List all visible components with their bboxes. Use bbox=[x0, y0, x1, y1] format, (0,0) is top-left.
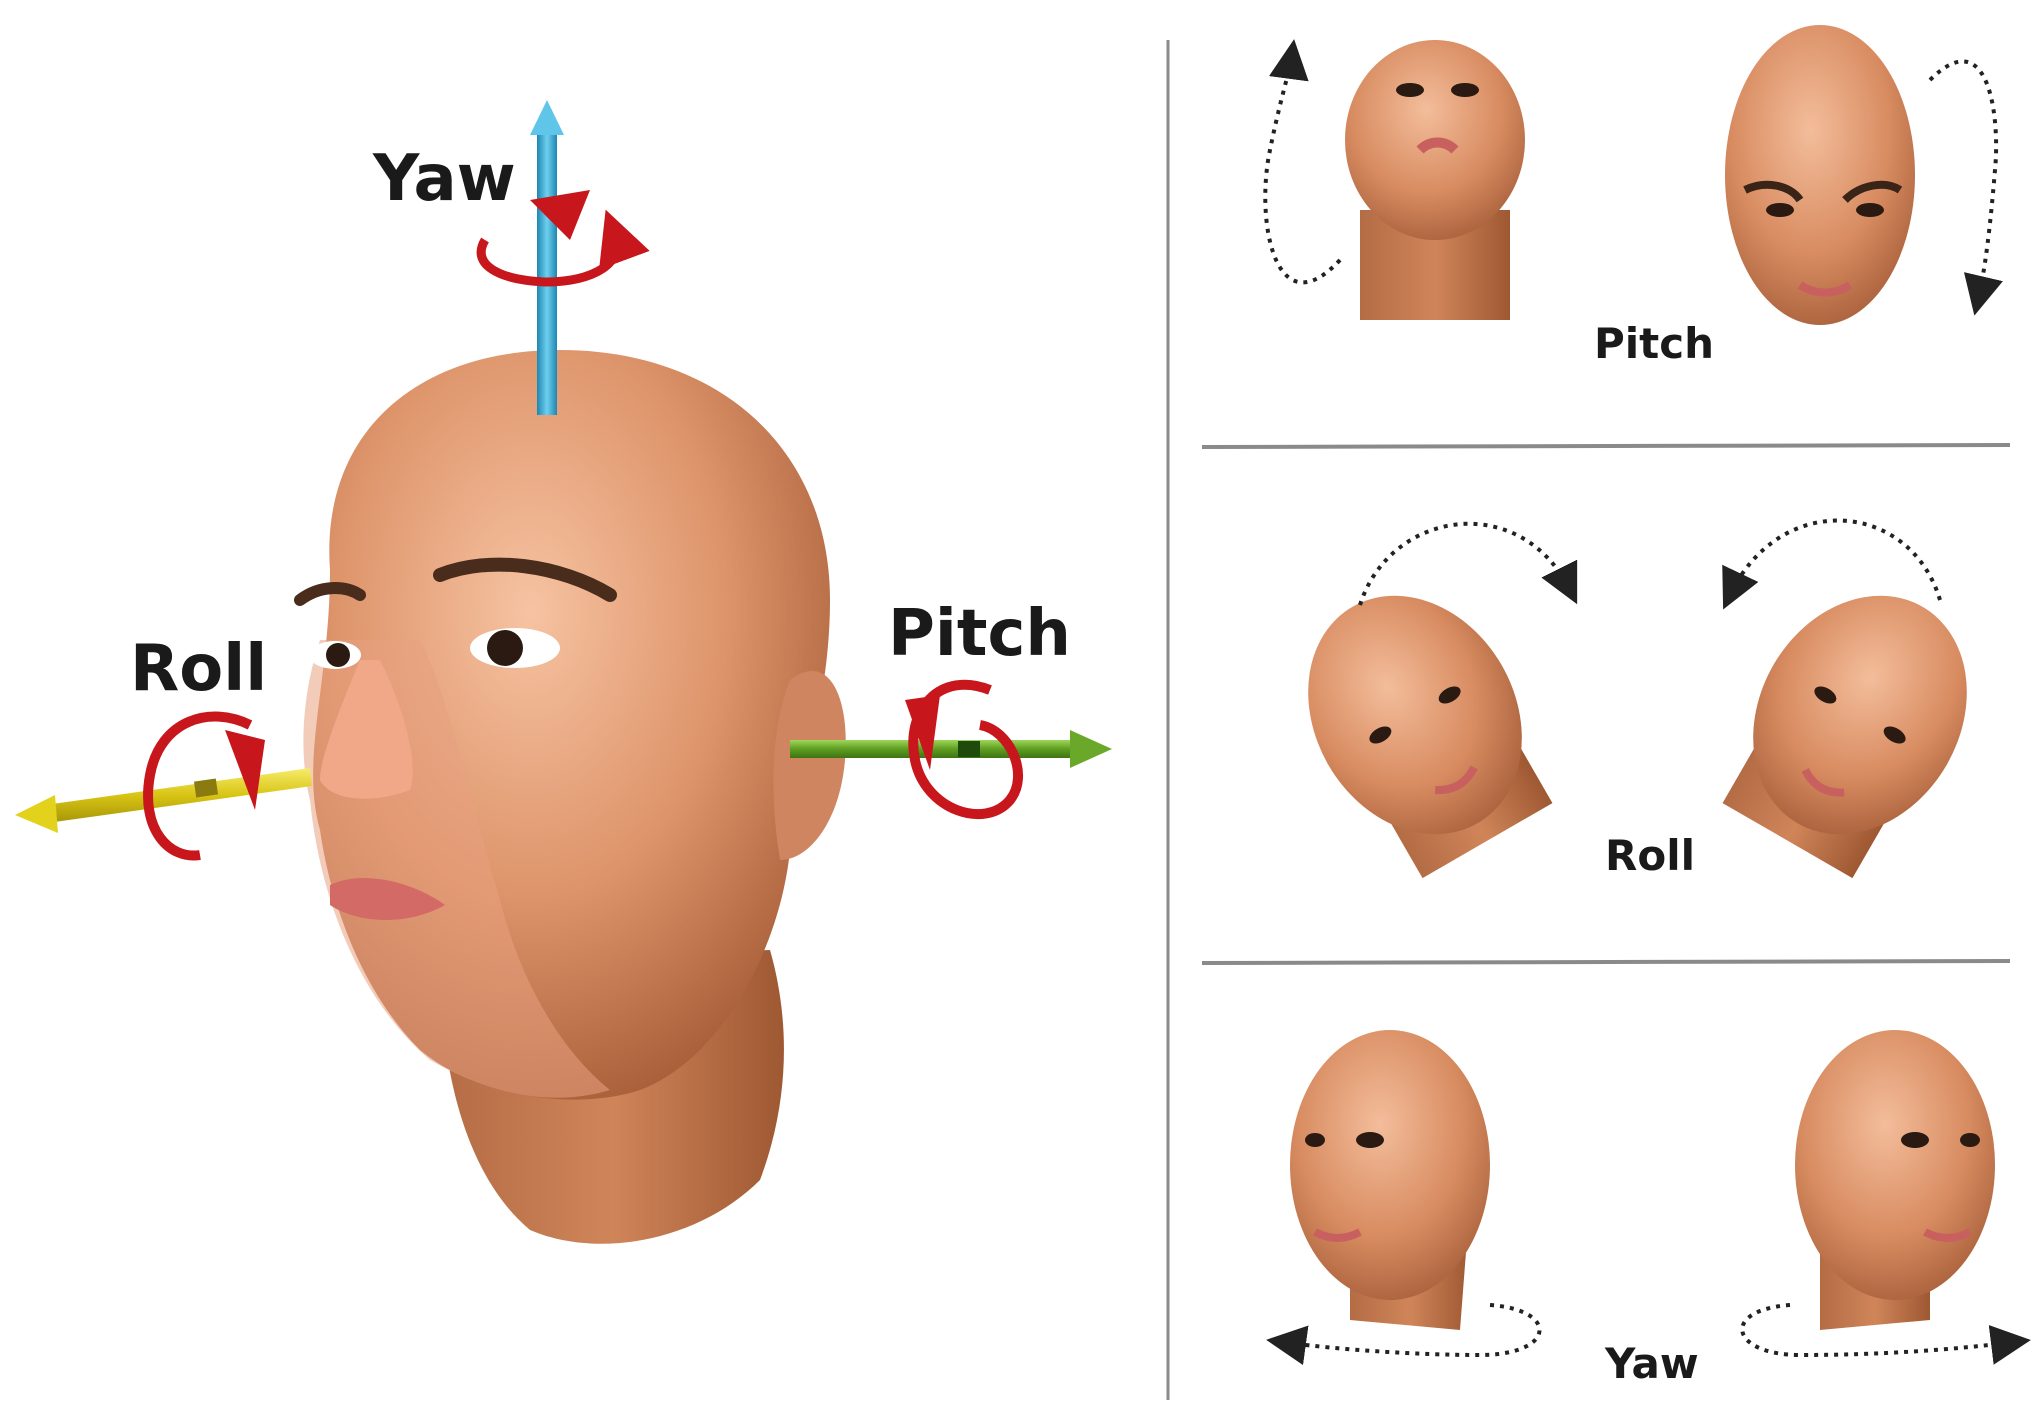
roll-rotation-arrow bbox=[143, 711, 253, 861]
pitch-dotted-arrow-left bbox=[1263, 39, 1342, 285]
eyebrow-right bbox=[433, 557, 617, 602]
head-thumbnail-roll-right bbox=[1722, 595, 1967, 879]
head-thumbnail-up bbox=[1345, 40, 1525, 320]
head-thumbnail-yaw-right bbox=[1795, 1030, 1995, 1330]
eyebrow-left bbox=[294, 582, 366, 606]
panel-label-yaw: Yaw bbox=[1604, 1339, 1699, 1388]
main-label-roll: Roll bbox=[130, 632, 267, 706]
yaw-rotation-cone bbox=[530, 190, 590, 240]
horizontal-divider-1 bbox=[1201, 443, 2011, 449]
yaw-axis-arrowhead bbox=[530, 100, 564, 135]
iris-right bbox=[487, 630, 523, 666]
roll-axis-shaft bbox=[45, 768, 312, 823]
nose-shape bbox=[320, 660, 413, 799]
main-head bbox=[294, 350, 846, 1244]
yaw-panel: Yaw bbox=[1266, 1030, 2031, 1388]
head-thumbnail-down bbox=[1725, 25, 1915, 325]
roll-axis-marker bbox=[193, 778, 219, 798]
lips-shape bbox=[330, 877, 445, 920]
roll-panel: Roll bbox=[1308, 518, 1967, 880]
iris-left bbox=[326, 643, 350, 667]
yaw-axis bbox=[476, 100, 650, 415]
yaw-dotted-arrow-right bbox=[1740, 1303, 2031, 1365]
roll-axis-arrowhead bbox=[15, 795, 58, 833]
horizontal-divider-2 bbox=[1201, 959, 2011, 965]
main-label-yaw: Yaw bbox=[372, 142, 516, 216]
ear-shape bbox=[773, 671, 846, 860]
pitch-rotation-cone bbox=[905, 695, 940, 770]
yaw-rotation-arrow bbox=[476, 209, 650, 287]
roll-dotted-arrow-left bbox=[1358, 521, 1578, 606]
roll-rotation-cone bbox=[225, 730, 265, 810]
yaw-axis-shaft bbox=[537, 125, 557, 415]
head-thumbnail-yaw-left bbox=[1290, 1030, 1490, 1330]
pitch-axis-arrowhead bbox=[1070, 730, 1112, 768]
pitch-axis bbox=[790, 679, 1112, 820]
pitch-dotted-arrow-right bbox=[1928, 59, 2003, 316]
pitch-panel: Pitch bbox=[1263, 25, 2003, 368]
head-thumbnail-roll-left bbox=[1308, 595, 1553, 879]
pitch-axis-marker bbox=[958, 741, 980, 757]
roll-dotted-arrow-right bbox=[1722, 518, 1942, 610]
panel-label-pitch: Pitch bbox=[1594, 319, 1714, 368]
main-label-pitch: Pitch bbox=[888, 597, 1071, 671]
roll-axis bbox=[15, 711, 312, 861]
panel-label-roll: Roll bbox=[1605, 831, 1695, 880]
